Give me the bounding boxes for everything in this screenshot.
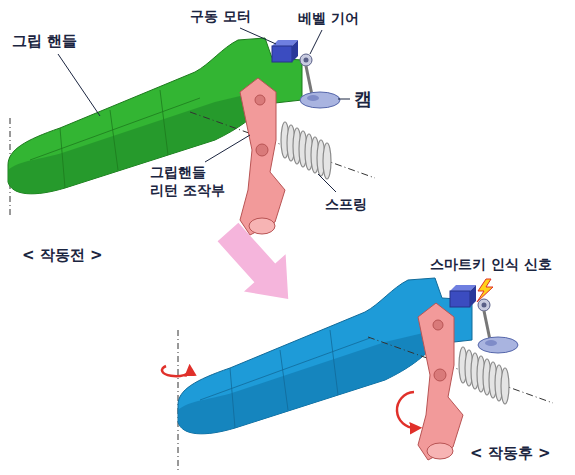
transition-arrow: [207, 213, 309, 317]
signal-bolt: [477, 279, 493, 302]
return-lever: [368, 303, 553, 460]
state-label: < 작동전 >: [22, 246, 103, 265]
part-label: 캠: [354, 88, 372, 111]
part-label: 스프링: [325, 196, 367, 214]
part-label: 베벨 기어: [298, 10, 359, 28]
part-label: 그립 핸들: [12, 32, 77, 51]
state-label: < 작동후 >: [470, 444, 551, 463]
motor-gear-cam: [272, 40, 340, 108]
return-lever: [190, 78, 375, 235]
rotation-arrow: [162, 366, 190, 376]
rotation-arrow: [397, 392, 416, 428]
signal-label: 스마트키 인식 신호: [430, 256, 552, 274]
part-label: 구동 모터: [190, 8, 251, 26]
part-label: 그립핸들 리턴 조작부: [150, 164, 234, 199]
